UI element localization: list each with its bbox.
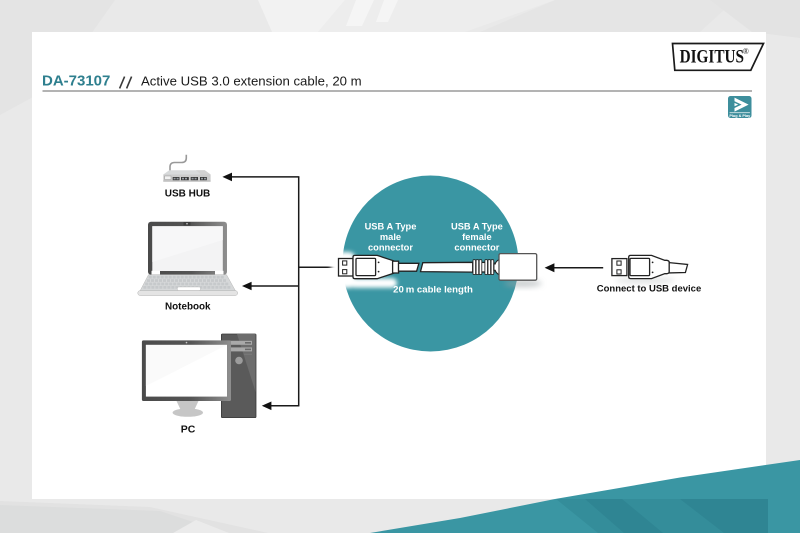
svg-text:Plug & Play: Plug & Play: [729, 114, 751, 118]
svg-text:female: female: [462, 232, 491, 242]
svg-text:USB A Type: USB A Type: [451, 221, 503, 231]
svg-text:connector: connector: [368, 242, 413, 252]
svg-text:male: male: [380, 232, 401, 242]
svg-text:20 m cable length: 20 m cable length: [393, 284, 473, 295]
svg-text:®: ®: [743, 47, 749, 56]
svg-text:Connect to USB device: Connect to USB device: [597, 284, 702, 295]
svg-text:PC: PC: [181, 424, 196, 436]
svg-text:USB A Type: USB A Type: [365, 221, 417, 231]
svg-text:Active USB 3.0 extension cable: Active USB 3.0 extension cable, 20 m: [141, 74, 362, 89]
svg-text:USB HUB: USB HUB: [165, 189, 211, 200]
svg-text:DA-73107: DA-73107: [42, 72, 110, 89]
svg-text:connector: connector: [454, 242, 499, 252]
svg-text:DIGITUS: DIGITUS: [680, 46, 744, 67]
svg-text:Notebook: Notebook: [165, 301, 211, 312]
